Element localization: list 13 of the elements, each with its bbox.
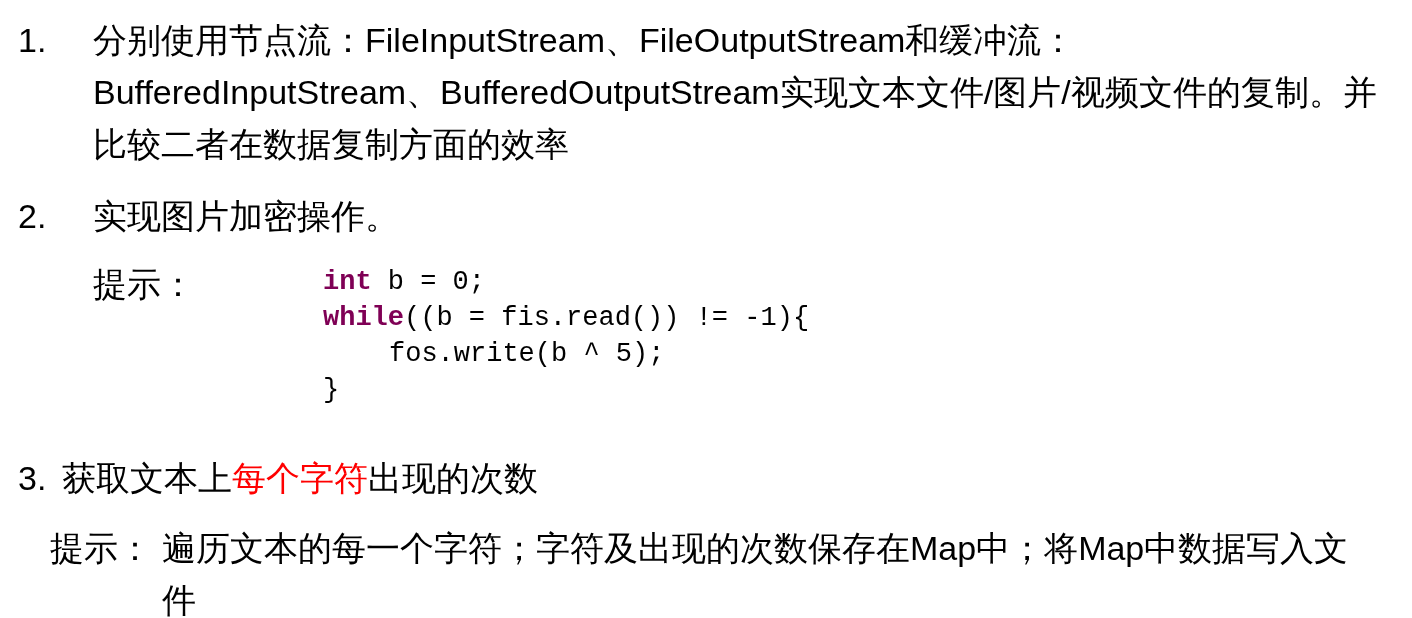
list-number: 1. — [18, 20, 47, 61]
instruction-text: 分别使用节点流：FileInputStream、FileOutputStream和缓冲流：BufferedInputStream、BufferedOutputStream实现文本文件/图片/视频文件的复制。并比较二者在数据复制方面的效率 — [93, 20, 1378, 165]
hint-label: 提示： — [50, 528, 152, 569]
code-line: } — [323, 374, 341, 407]
hint-label: 提示： — [93, 264, 195, 305]
hint-text: 遍历文本的每一个字符；字符及出现的次数保存在Map中；将Map中数据写入文件 — [162, 528, 1350, 618]
instruction-text: 实现图片加密操作。 — [93, 196, 399, 237]
instruction-text: 获取文本上每个字符出现的次数 — [62, 458, 538, 499]
code-line: int b = 0; — [323, 266, 487, 299]
list-number: 3. — [18, 458, 47, 499]
list-number: 2. — [18, 196, 47, 237]
code-line: fos.write(b ^ 5); — [388, 338, 666, 371]
code-line: while((b = fis.read()) != -1){ — [323, 302, 810, 335]
